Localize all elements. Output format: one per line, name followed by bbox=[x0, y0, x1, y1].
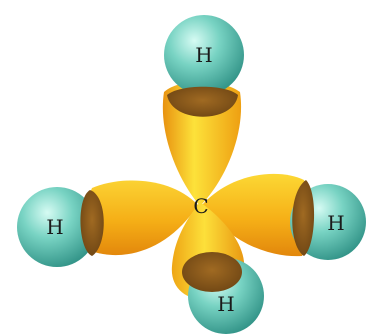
hydrogen-label-right: H bbox=[327, 211, 344, 235]
hydrogen-label-top: H bbox=[195, 43, 212, 67]
hydrogen-label-left: H bbox=[46, 215, 63, 239]
hydrogen-atom-left: H bbox=[17, 187, 97, 267]
orbital-overlap-right bbox=[292, 180, 315, 256]
hydrogen-atom-top: H bbox=[164, 15, 244, 95]
orbital-lobe-left bbox=[86, 180, 198, 256]
orbital-overlap-bottom bbox=[182, 252, 242, 292]
orbital-lobe-right bbox=[202, 173, 313, 257]
orbital-overlap-left bbox=[80, 190, 104, 256]
orbital-overlap-top bbox=[167, 86, 238, 117]
hydrogen-label-bottom: H bbox=[217, 292, 234, 316]
carbon-label: C bbox=[193, 194, 208, 218]
